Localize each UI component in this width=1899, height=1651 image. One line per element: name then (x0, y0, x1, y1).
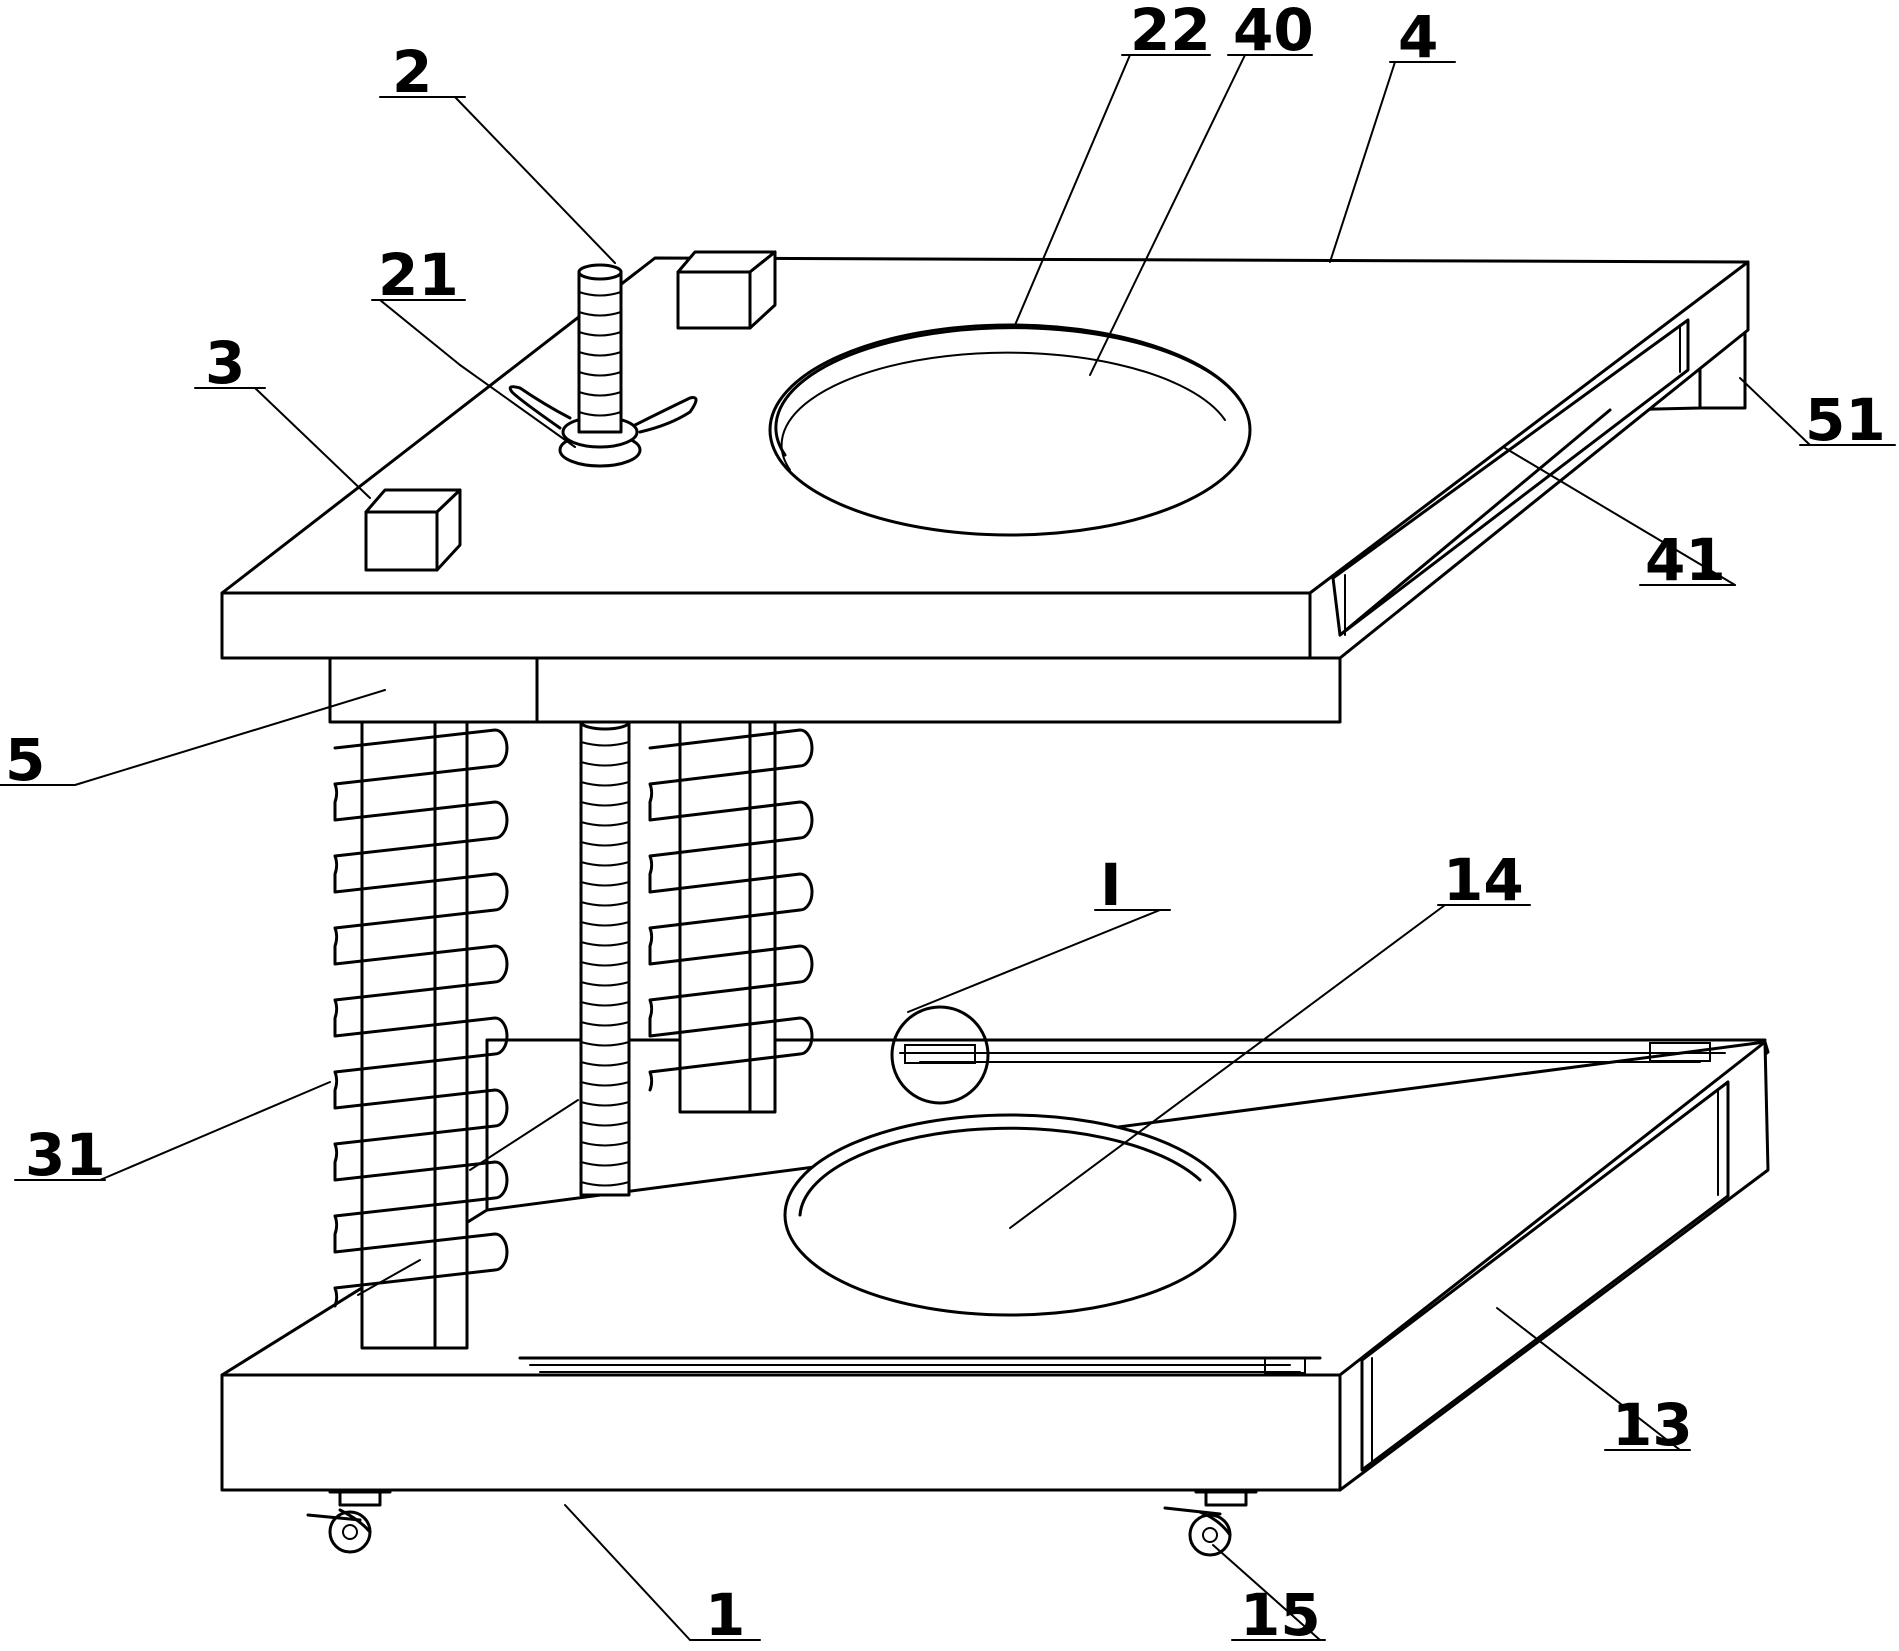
label-21: 21 (378, 241, 459, 309)
lead-screw-lower (579, 713, 631, 1197)
label-13: 13 (1612, 1391, 1693, 1459)
label-14: 14 (1443, 846, 1524, 914)
label-15: 15 (1240, 1581, 1321, 1649)
label-2: 2 (392, 38, 432, 106)
detail-circle (890, 1005, 990, 1105)
block-front (364, 488, 462, 572)
left-spring (333, 728, 509, 1308)
base-hole (783, 1113, 1237, 1317)
leader-lines (74, 54, 1811, 1641)
base-frame (220, 1005, 1770, 1492)
lead-screw-upper (577, 263, 623, 434)
label-1: 1 (705, 1581, 745, 1649)
label-3: 3 (205, 329, 245, 397)
caster-right (1163, 1490, 1258, 1557)
label-22: 22 (1130, 0, 1211, 64)
label-4: 4 (1398, 3, 1438, 71)
top-hole (768, 323, 1252, 537)
label-I: I (1100, 851, 1122, 919)
label-5: 5 (5, 726, 45, 794)
label-31: 31 (25, 1121, 106, 1189)
label-51: 51 (1805, 386, 1886, 454)
label-41: 41 (1645, 526, 1726, 594)
block-back (676, 250, 777, 330)
label-40: 40 (1233, 0, 1314, 64)
caster-left (306, 1490, 392, 1554)
right-spring (648, 728, 814, 1092)
